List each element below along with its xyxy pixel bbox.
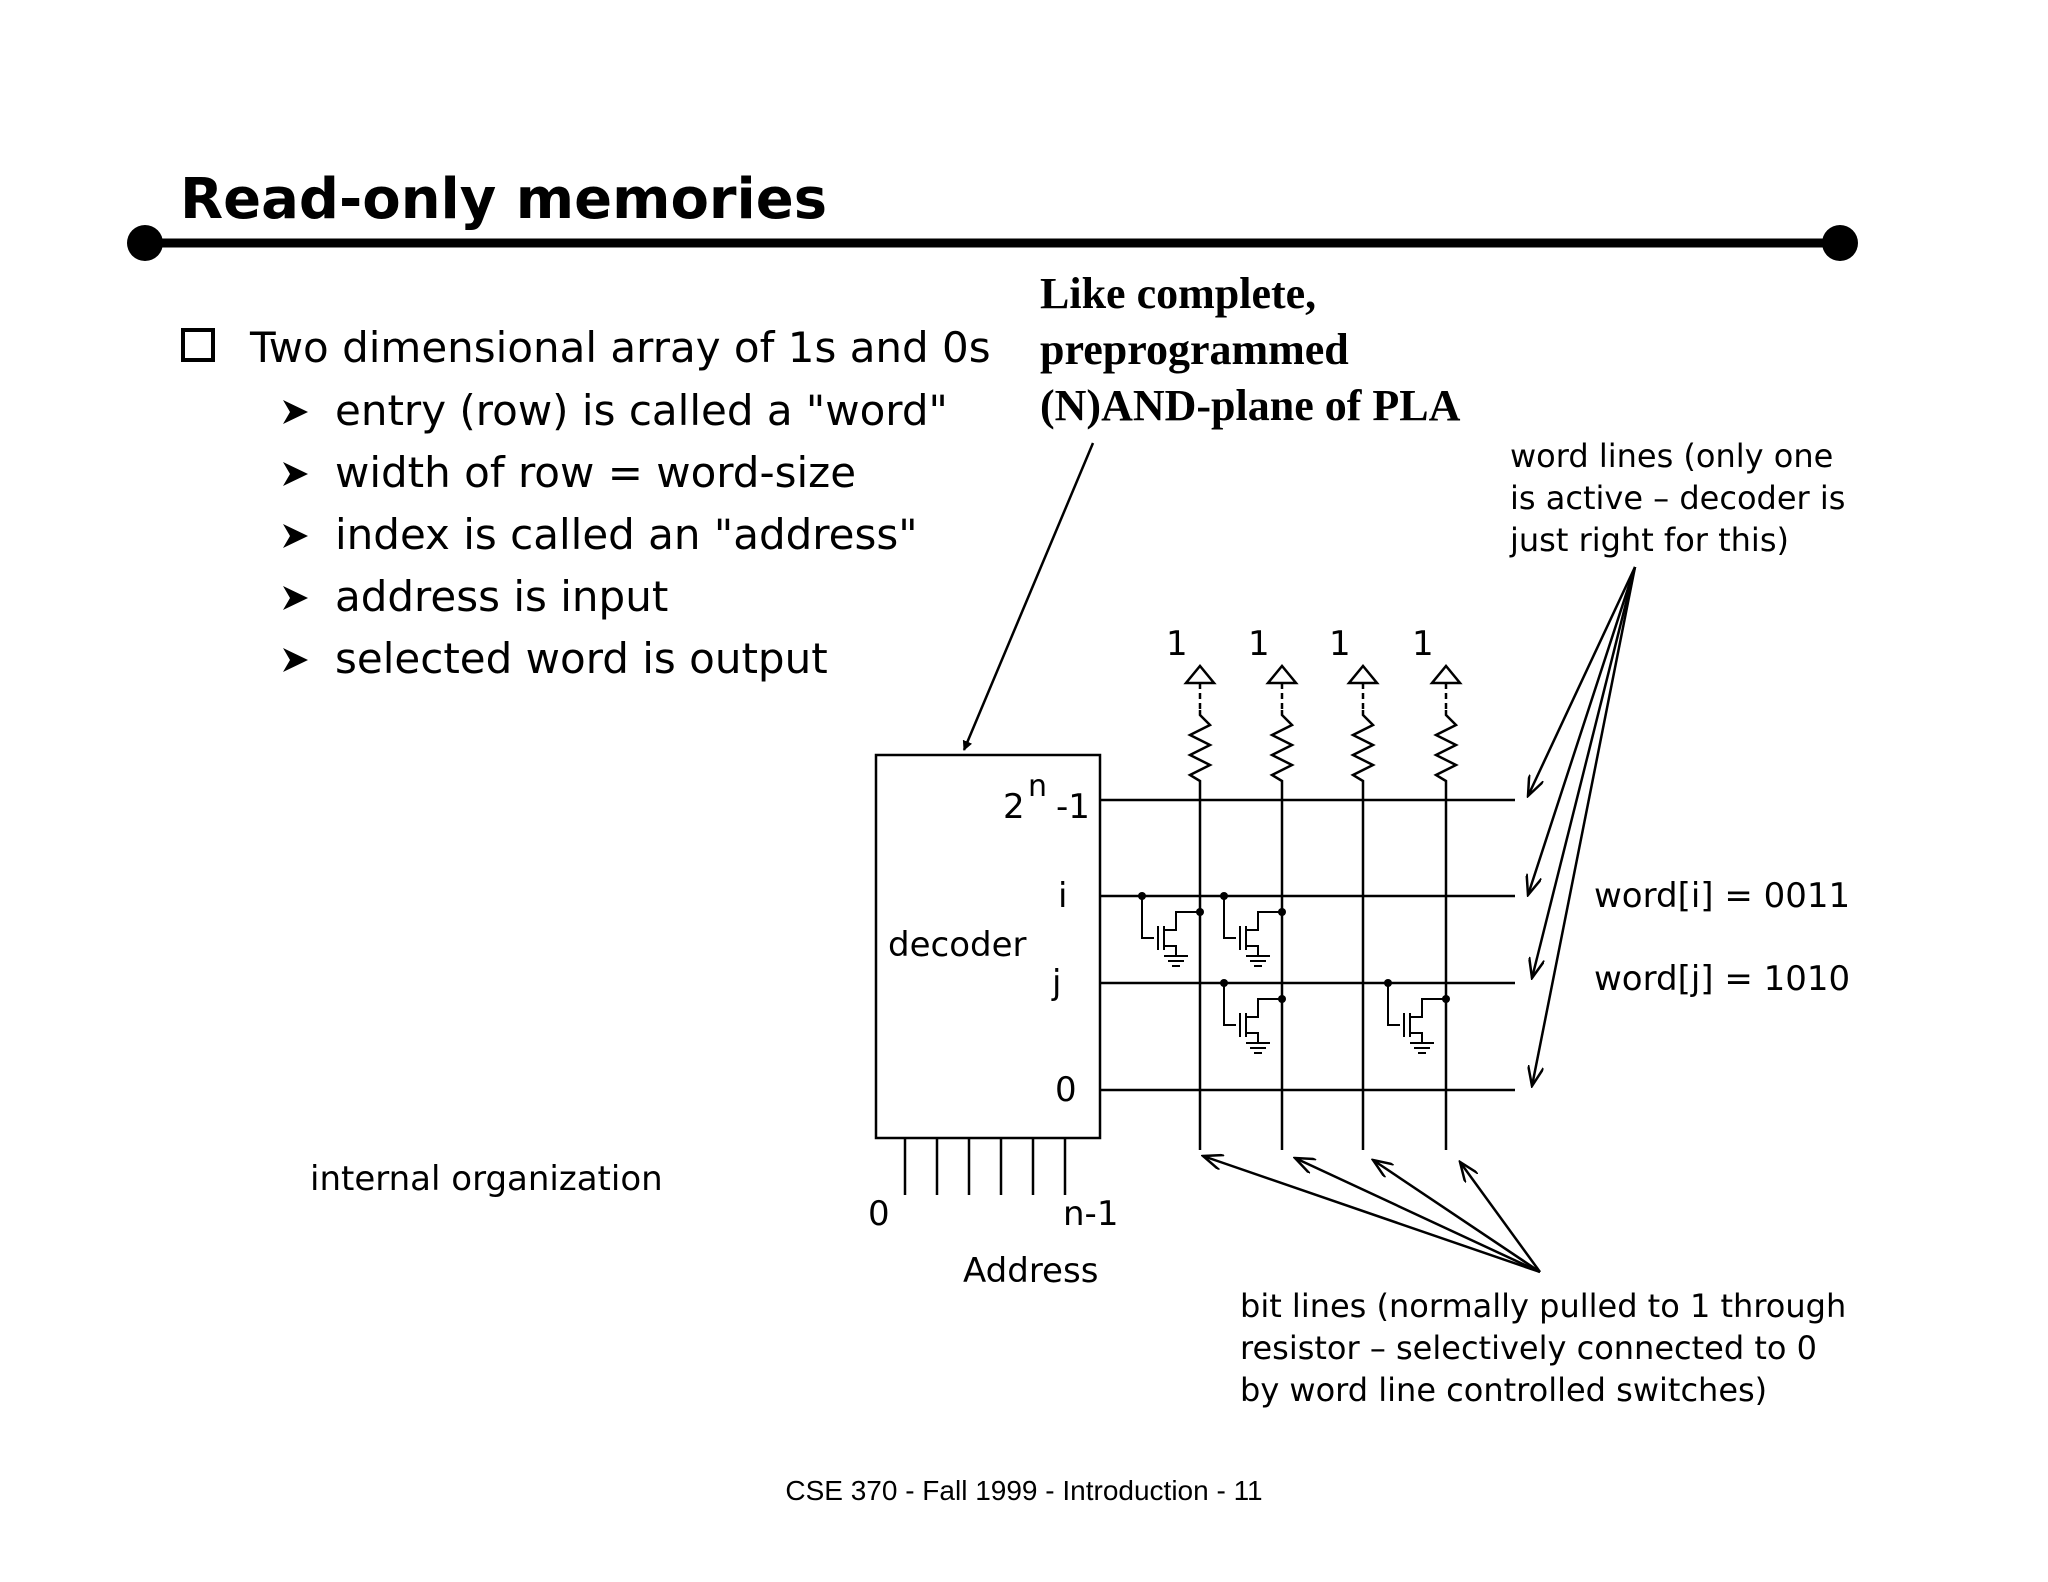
word-line-arrow-i: [1528, 566, 1637, 895]
pullup-value: 1: [1412, 624, 1434, 664]
svg-text:just right for this): just right for this): [1509, 521, 1789, 559]
pullup-value: 1: [1248, 624, 1270, 664]
svg-text:index is called an "address": index is called an "address": [335, 510, 918, 559]
sub-bullet-3: address is input: [283, 572, 668, 621]
sub-bullet-0: entry (row) is called a "word": [283, 386, 948, 435]
svg-text:Like complete,: Like complete,: [1040, 269, 1316, 318]
row-label-j: j: [1051, 963, 1061, 1003]
pullup-resistor-icon: [1269, 710, 1295, 1150]
svg-text:by word line controlled switch: by word line controlled switches): [1240, 1371, 1767, 1409]
arrow-bullet-icon: [283, 462, 308, 486]
bit-lines: 1 1 1 1: [1166, 624, 1463, 1150]
bit-line-arrow-1: [1295, 1158, 1541, 1274]
sub-bullet-1: width of row = word-size: [283, 448, 856, 497]
pullup-value: 1: [1329, 624, 1351, 664]
supply-triangle-icon: [1265, 664, 1299, 685]
arrow-bullet-icon: [283, 648, 308, 672]
callout-arrow: [962, 442, 1095, 751]
switches: [1138, 892, 1450, 1054]
rule-dot-right: [1822, 225, 1858, 261]
arrow-bullet-icon: [283, 524, 308, 548]
sub-bullet-2: index is called an "address": [283, 510, 918, 559]
pullup-resistor-icon: [1187, 710, 1213, 1150]
bit-line-2: 1: [1329, 624, 1380, 1150]
svg-text:bit lines (normally pulled to: bit lines (normally pulled to 1 through: [1240, 1287, 1846, 1325]
bit-line-arrow-2: [1373, 1160, 1541, 1274]
bit-lines-note: bit lines (normally pulled to 1 through …: [1203, 1156, 1846, 1409]
svg-text:preprogrammed: preprogrammed: [1040, 325, 1349, 374]
decoder-block: decoder 2 n -1 i j 0 0 n-1 Address: [868, 753, 1118, 1291]
pla-callout: Like complete, preprogrammed (N)AND-plan…: [962, 269, 1461, 751]
svg-text:(N)AND-plane of PLA: (N)AND-plane of PLA: [1040, 381, 1461, 430]
word-lines: [1100, 798, 1515, 1092]
decoder-box: [874, 753, 1102, 1140]
address-high-label: n-1: [1063, 1194, 1118, 1234]
transistor-switch-icon: [1220, 892, 1286, 967]
pullup-value: 1: [1166, 624, 1188, 664]
rule-dot-left: [127, 225, 163, 261]
transistor-switch-icon: [1220, 979, 1286, 1054]
word-j-value: word[j] = 1010: [1594, 959, 1850, 999]
pullup-resistor-icon: [1350, 710, 1376, 1150]
word-line-arrow-top: [1528, 566, 1637, 796]
svg-text:entry (row) is called a "word": entry (row) is called a "word": [335, 386, 948, 435]
row-label-zero: 0: [1055, 1070, 1077, 1110]
bit-line-3: 1: [1412, 624, 1463, 1150]
row-label-top-exp: n: [1028, 769, 1047, 804]
bit-line-1: 1: [1248, 624, 1299, 1150]
bullet-list: Two dimensional array of 1s and 0s entry…: [181, 323, 991, 683]
address-label: Address: [963, 1251, 1098, 1291]
word-lines-note: word lines (only one is active – decoder…: [1509, 437, 1845, 1086]
supply-triangle-icon: [1183, 664, 1217, 685]
supply-triangle-icon: [1429, 664, 1463, 685]
bit-line-0: 1: [1166, 624, 1217, 1150]
title-rule: [127, 225, 1858, 261]
supply-triangle-icon: [1346, 664, 1380, 685]
address-lines: [903, 1138, 1067, 1195]
arrow-bullet-icon: [283, 586, 308, 610]
bit-line-arrow-0: [1203, 1156, 1541, 1274]
svg-text:is active – decoder is: is active – decoder is: [1510, 479, 1845, 517]
svg-text:width of row = word-size: width of row = word-size: [335, 448, 856, 497]
svg-text:address is input: address is input: [335, 572, 668, 621]
page-footer: CSE 370 - Fall 1999 - Introduction - 11: [785, 1475, 1262, 1506]
row-label-top-base: 2: [1003, 787, 1025, 827]
pullup-resistor-icon: [1433, 710, 1459, 1150]
word-line-arrow-j: [1532, 566, 1637, 978]
caption-internal-organization: internal organization: [310, 1159, 663, 1199]
sub-bullet-4: selected word is output: [283, 634, 828, 683]
row-label-i: i: [1058, 876, 1067, 916]
decoder-label: decoder: [888, 925, 1026, 965]
svg-text:selected word is output: selected word is output: [335, 634, 828, 683]
address-low-label: 0: [868, 1194, 890, 1234]
word-line-arrow-zero: [1532, 566, 1637, 1086]
svg-text:word lines (only one: word lines (only one: [1510, 437, 1833, 475]
checkbox-bullet-icon: [181, 328, 215, 362]
word-i-value: word[i] = 0011: [1594, 876, 1850, 916]
transistor-switch-icon: [1138, 892, 1204, 967]
row-label-top-suffix: -1: [1056, 787, 1090, 827]
arrow-bullet-icon: [283, 400, 308, 424]
page-title: Read-only memories: [180, 167, 827, 232]
transistor-switch-icon: [1384, 979, 1450, 1054]
svg-text:resistor – selectively connect: resistor – selectively connected to 0: [1240, 1329, 1817, 1367]
bullet-main: Two dimensional array of 1s and 0s: [249, 323, 991, 372]
bit-line-arrow-3: [1460, 1162, 1542, 1273]
